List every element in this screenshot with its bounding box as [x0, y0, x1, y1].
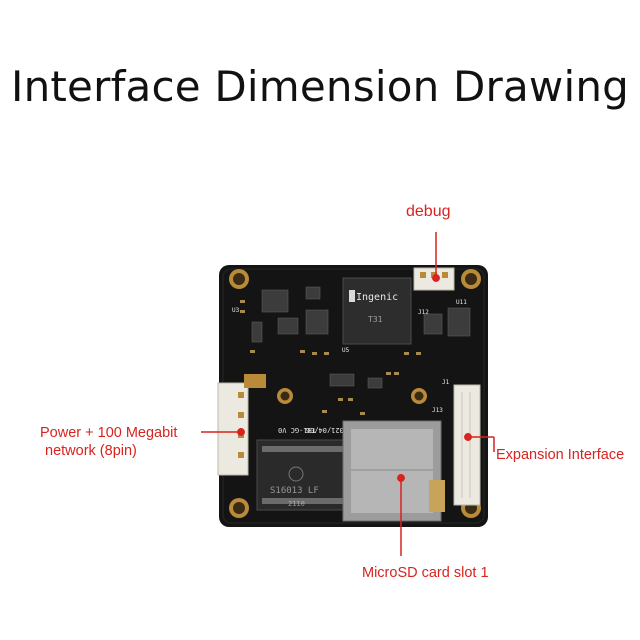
- transformer-text-2: 2110: [288, 500, 305, 508]
- ref-j13: J13: [432, 407, 443, 414]
- smd-pads: [240, 300, 421, 415]
- ref-j12: J12: [418, 309, 429, 316]
- ref-j1: J1: [442, 379, 450, 386]
- power-network-label-line1: Power + 100 Megabit: [40, 425, 178, 441]
- microsd-slot: [342, 420, 445, 522]
- chip-brand-text: Ingenic: [356, 292, 398, 303]
- power-network-connector: [217, 374, 266, 476]
- debug-label: debug: [406, 203, 451, 220]
- ref-u3: U3: [232, 307, 240, 314]
- board-id-text: T31-GC V0: [278, 426, 316, 434]
- ref-u5: U5: [342, 347, 350, 354]
- page-title: Interface Dimension Drawing: [10, 62, 630, 111]
- soc-chip: [342, 277, 412, 345]
- expansion-connector: [453, 384, 481, 506]
- expansion-interface-label: Expansion Interface: [496, 447, 625, 463]
- smd-components: [251, 286, 471, 389]
- network-transformer: S16013 LF 2110: [256, 439, 353, 511]
- callout-lines: [201, 232, 495, 556]
- transformer-text-1: S16013 LF: [270, 486, 319, 496]
- board-date-text: 2021/04/06: [306, 426, 348, 434]
- microsd-slot-label: MicroSD card slot 1: [362, 565, 489, 581]
- ref-u11: U11: [456, 299, 467, 306]
- power-network-label-line2: network (8pin): [45, 443, 137, 459]
- chip-model-text: T31: [368, 315, 383, 324]
